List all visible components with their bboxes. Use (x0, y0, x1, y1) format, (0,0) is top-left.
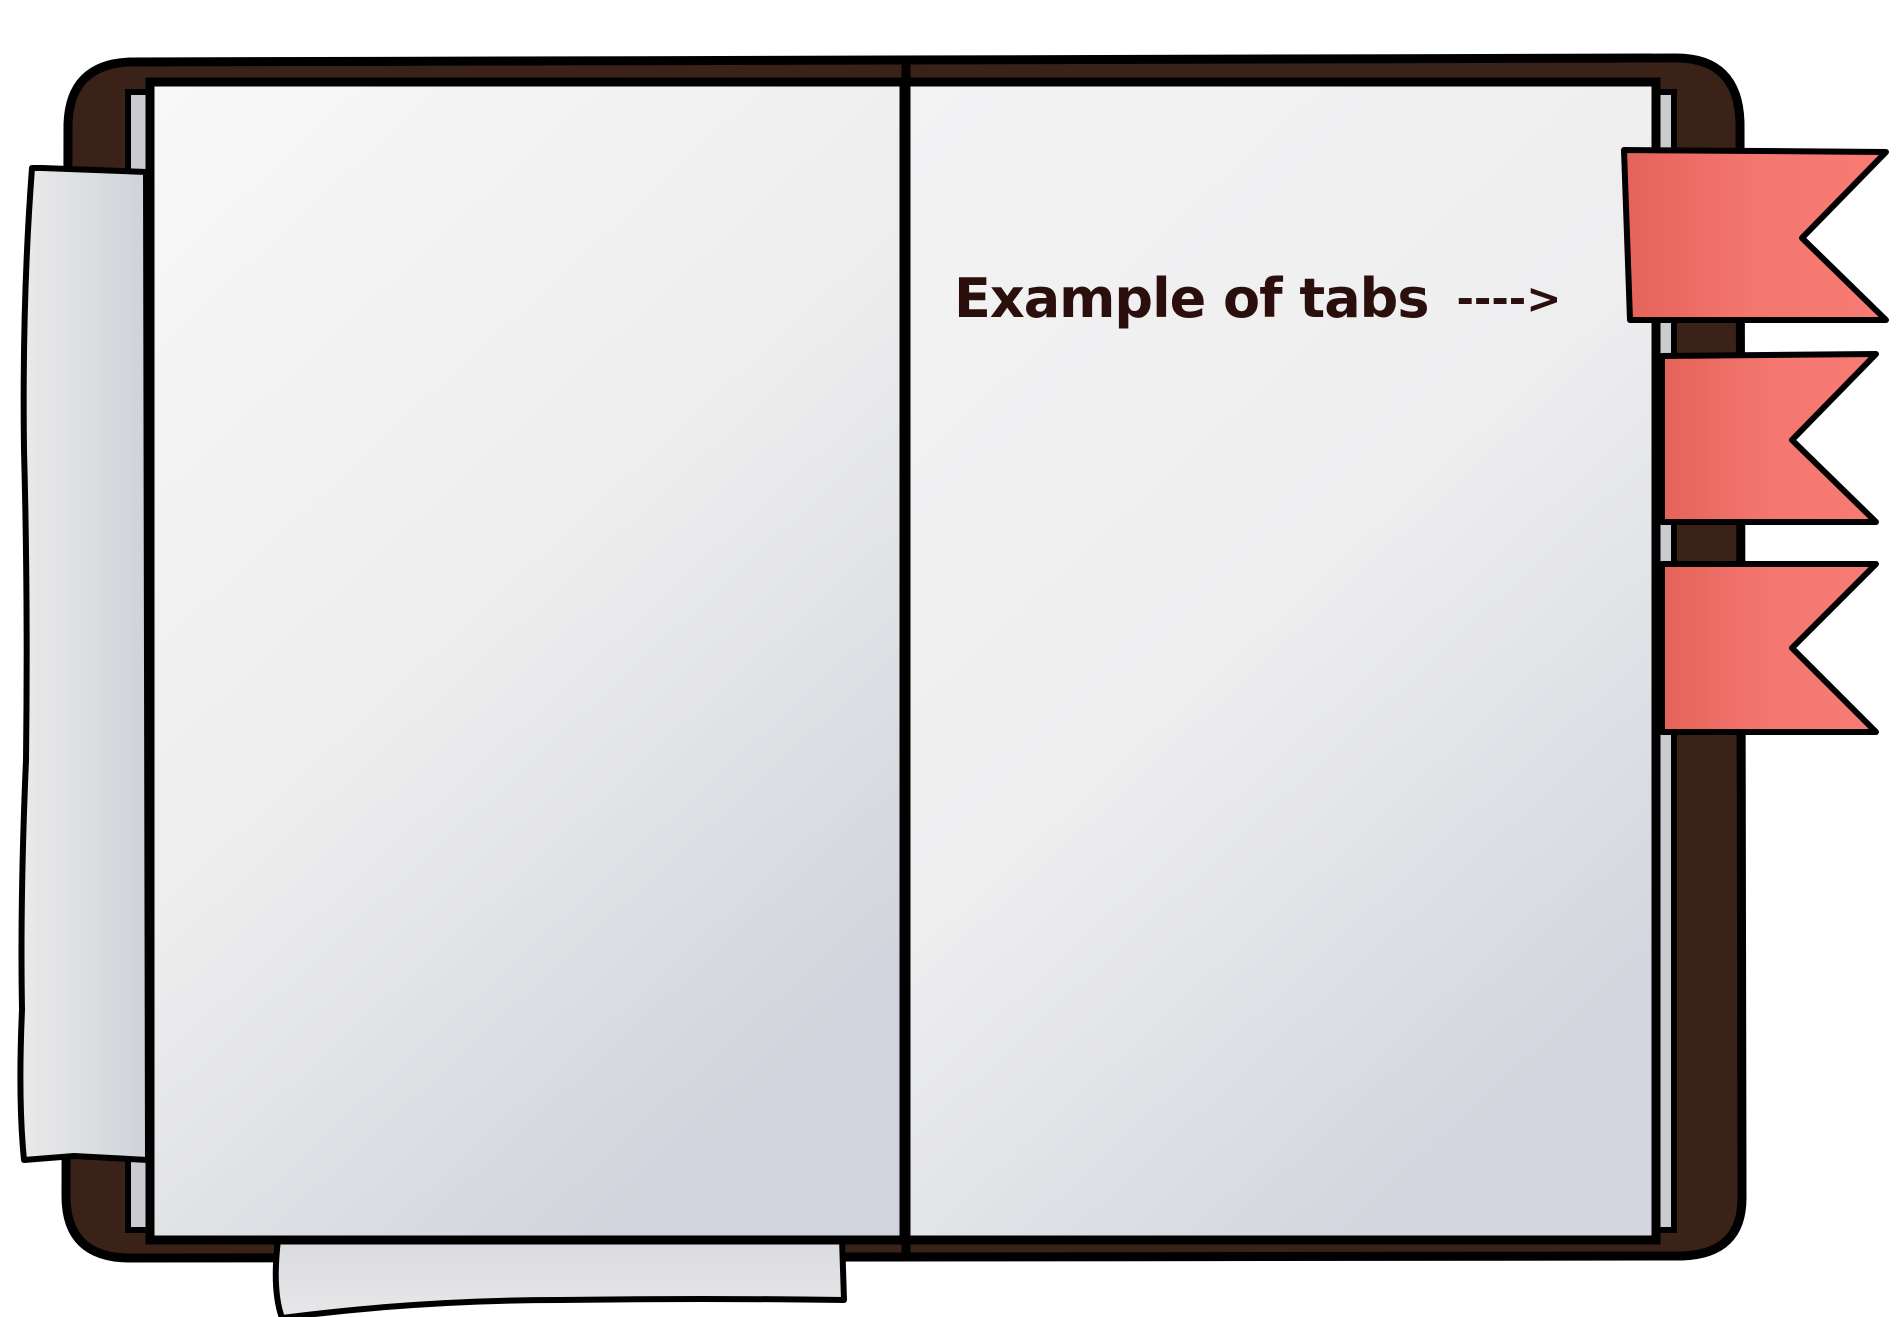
tab-flag-1[interactable] (1621, 147, 1889, 323)
bottom-paper-strip (272, 1235, 847, 1317)
tab-flag-2[interactable] (1659, 351, 1879, 525)
flag-tab-icon (1621, 147, 1889, 323)
tabs-caption: Example of tabs----> (954, 272, 1561, 326)
left-strap (17, 165, 151, 1163)
right-page (899, 77, 1661, 1245)
caption-arrow: ----> (1456, 274, 1562, 323)
tab-flag-3[interactable] (1659, 561, 1879, 735)
caption-text: Example of tabs (954, 267, 1429, 330)
flag-tab-icon (1659, 561, 1879, 735)
flag-tab-icon (1659, 351, 1879, 525)
left-page (145, 77, 911, 1245)
